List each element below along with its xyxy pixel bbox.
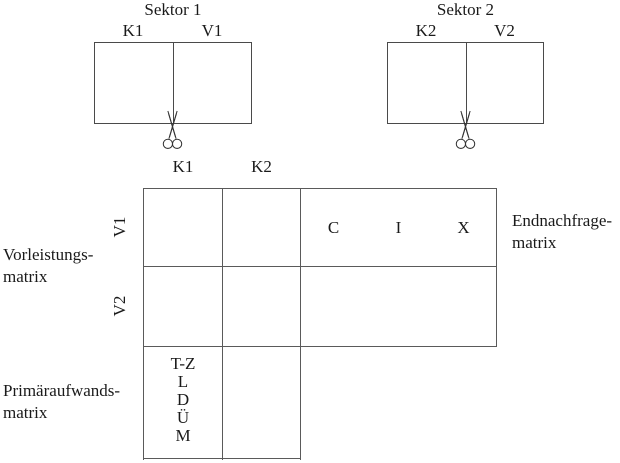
intermediate-matrix-label: Vorleistungs- matrix	[3, 245, 94, 286]
primary-input-item: L	[177, 372, 189, 391]
primary-input-item: Ü	[176, 408, 190, 427]
grid-hline-v1-v2	[143, 266, 497, 267]
final-demand-cell-c: C	[327, 217, 340, 237]
sector-1-box	[94, 42, 252, 124]
primary-input-item: T-Z	[170, 354, 196, 373]
sector-2-col-v2: V2	[494, 21, 515, 40]
primary-input-matrix-label: Primäraufwands- matrix	[3, 381, 121, 422]
final-demand-cell-x: X	[457, 217, 470, 237]
matrix-col-header-k1: K1	[172, 157, 194, 176]
matrix-row-label-v2: V2	[110, 295, 129, 317]
scissors-icon	[455, 110, 476, 149]
grid-hline-v2-bottom	[143, 346, 497, 347]
primary-input-item: M	[175, 426, 191, 445]
final-demand-matrix-label: Endnachfrage- matrix	[512, 211, 613, 252]
sector-1-col-v1: V1	[201, 21, 223, 40]
sector-1-col-k1: K1	[122, 21, 144, 40]
sector-2-col-k2: K2	[415, 21, 437, 40]
grid-vline-k2-right	[300, 188, 301, 460]
sector-2-box	[387, 42, 544, 124]
sector-2-title: Sektor 2	[436, 0, 495, 19]
matrix-col-header-k2: K2	[251, 157, 272, 176]
grid-hline-primary-bottom	[143, 458, 301, 459]
primary-input-column: T-Z L D Ü M	[144, 355, 222, 445]
sector-2-divider	[466, 43, 467, 123]
grid-vline-left	[143, 188, 144, 460]
matrix-row-label-v1: V1	[110, 216, 129, 238]
sector-1-title: Sektor 1	[144, 0, 202, 19]
final-demand-cell-i: I	[395, 217, 402, 237]
grid-vline-far-right	[496, 188, 497, 347]
grid-vline-k1-k2	[222, 188, 223, 460]
sector-1-divider	[173, 43, 174, 123]
scissors-icon	[162, 110, 183, 149]
primary-input-item: D	[176, 390, 190, 409]
grid-hline-top	[143, 188, 497, 189]
final-demand-row: C I X	[301, 189, 496, 266]
